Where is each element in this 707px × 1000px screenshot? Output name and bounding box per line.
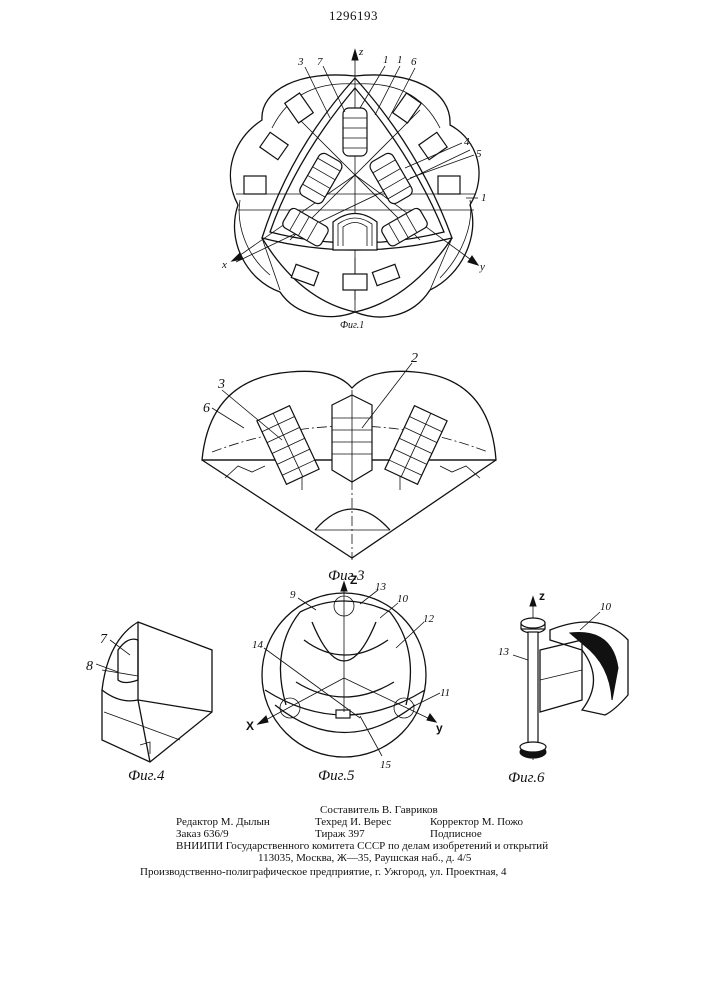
fig5-label-15: 15	[380, 759, 392, 771]
fig6-segment-dark-band	[570, 632, 618, 700]
fig6-shaft	[528, 632, 538, 744]
fig5-meridian	[280, 612, 300, 705]
fig1-rim-line	[440, 200, 471, 278]
fig5-axis-y: y	[436, 721, 443, 735]
fig1-label-1: 1	[397, 54, 403, 66]
fig1-label-4: 4	[464, 136, 470, 148]
fig6-leader-10	[580, 612, 600, 630]
fig5-label-14: 14	[252, 639, 264, 651]
footer-org-line2: 113035, Москва, Ж—35, Раушская наб., д. …	[258, 852, 471, 864]
fig4-dash	[104, 712, 180, 740]
fig5-key	[336, 710, 350, 718]
footer-editor: Редактор М. Дылын	[176, 816, 270, 828]
fig3-bottom-arch	[315, 509, 390, 530]
fig4-edge	[138, 700, 150, 762]
fig5-leader-15	[360, 716, 382, 756]
footer-techred: Техред И. Верес	[315, 816, 391, 828]
fig4-label-7: 7	[100, 632, 108, 647]
fig1-label-7: 7	[317, 56, 323, 68]
fig3-caption: Фиг.3	[328, 568, 364, 584]
fig6-top-disc-face	[521, 618, 545, 628]
fig4-curve	[102, 690, 138, 701]
fig5-axis-z: Z	[350, 573, 357, 587]
fig4-body	[102, 622, 212, 762]
fig3-roller-right	[385, 406, 447, 485]
fig1-y-arrow	[468, 256, 478, 265]
fig5-label-11: 11	[440, 687, 450, 699]
fig6-bracket	[540, 640, 582, 712]
fig5-label-10: 10	[397, 593, 409, 605]
fig1-label-1: 1	[383, 54, 389, 66]
fig5-axis-x: X	[246, 719, 254, 733]
figure-5: 9 13 10 12 14 11 15 Z X y Фиг.5	[246, 573, 450, 784]
figure-6: 10 13 z Фиг.6	[498, 589, 628, 786]
fig3-roller-center	[332, 395, 372, 482]
fig5-meridian	[390, 612, 410, 705]
fig6-bracket-line	[540, 670, 582, 680]
fig1-axis-y: y	[479, 261, 485, 273]
fig5-label-13: 13	[375, 581, 387, 593]
fig4-line	[102, 670, 138, 676]
fig5-caption: Фиг.5	[318, 768, 355, 784]
fig5-label-12: 12	[423, 613, 435, 625]
footer-printer: Производственно-полиграфическое предприя…	[140, 866, 507, 878]
fig1-center-block-lowleft	[281, 207, 330, 248]
fig5-x-axis	[262, 678, 344, 722]
footer-order: Заказ 636/9	[176, 828, 229, 840]
fig1-caption: Фиг.1	[340, 320, 364, 331]
fig3-notch-left	[225, 466, 265, 478]
figure-4: 7 8 Фиг.4	[86, 622, 212, 784]
fig3-label-3: 3	[217, 377, 225, 392]
fig5-label-9: 9	[290, 589, 296, 601]
fig5-top-band	[300, 601, 390, 612]
fig6-label-13: 13	[498, 646, 510, 658]
fig3-label-6: 6	[203, 401, 210, 416]
fig1-z-arrow	[352, 50, 358, 60]
fig1-edge	[430, 238, 452, 290]
footer-corrector: Корректор М. Пожо	[430, 816, 523, 828]
fig5-y-axis	[344, 678, 432, 720]
fig1-label-5: 5	[476, 148, 482, 160]
footer-subscription: Подписное	[430, 828, 482, 840]
footer-circulation: Тираж 397	[315, 828, 365, 840]
fig6-z-arrow	[530, 597, 536, 606]
fig1-center-block-bottom	[333, 214, 377, 251]
fig1-axis-z: z	[358, 46, 364, 58]
fig1-center-block-lowright	[380, 207, 429, 248]
fig3-roller-left	[257, 406, 319, 485]
fig3-label-2: 2	[411, 351, 418, 366]
fig6-bottom-disc-face	[520, 742, 546, 752]
fig4-caption: Фиг.4	[128, 768, 165, 784]
fig1-leader-7	[323, 66, 345, 112]
fig5-triangle-arc	[304, 640, 388, 655]
fig6-label-10: 10	[600, 601, 612, 613]
fig5-leader-11	[414, 693, 440, 706]
figure-3: 3 6 2 Фиг.3	[202, 351, 496, 584]
fig6-caption: Фиг.6	[508, 770, 545, 786]
fig3-notch-right	[440, 466, 480, 478]
fig4-label-8: 8	[86, 659, 93, 674]
fig6-axis-z: z	[539, 589, 545, 603]
fig1-axis-x: x	[221, 259, 227, 271]
fig1-label-3: 3	[297, 56, 304, 68]
fig1-edge	[262, 238, 280, 290]
fig1-center-block-top	[343, 108, 367, 156]
fig6-leader-13	[513, 655, 528, 660]
fig4-recess	[118, 639, 138, 682]
fig3-leader-6	[212, 408, 244, 428]
fig1-label-1: 1	[481, 192, 487, 204]
footer-compiler: Составитель В. Гавриков	[320, 804, 438, 816]
fig5-x-arrow	[258, 716, 268, 724]
footer-org-line1: ВНИИПИ Государственного комитета СССР по…	[176, 840, 548, 852]
fig1-label-6: 6	[411, 56, 417, 68]
fig5-y-arrow	[427, 714, 436, 722]
figure-1: 3 7 1 1 6 4 5 1 z x y Фиг.1	[221, 46, 487, 331]
fig4-leader-7	[110, 640, 130, 655]
